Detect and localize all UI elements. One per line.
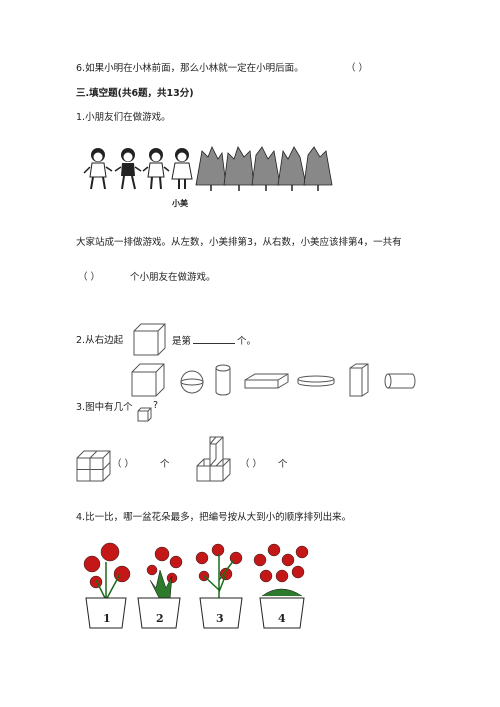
- child-figure: [83, 148, 113, 190]
- question-3-answer1-bracket[interactable]: （ ）: [112, 459, 135, 470]
- question-2-suffix-after: 个。: [237, 336, 257, 347]
- pot-3: [195, 543, 243, 629]
- cube-stack-2x2-figure: [76, 450, 111, 482]
- question-3-answer2-unit: 个: [278, 459, 288, 470]
- children-and-trees-illustration: [83, 146, 333, 191]
- tall-cuboid-shape: [349, 363, 369, 397]
- tree-trunks: [210, 185, 319, 191]
- reference-cube-icon: [133, 323, 166, 356]
- child-figure: [114, 148, 142, 190]
- cuboid-shape: [244, 373, 289, 389]
- pot-4: [253, 543, 309, 629]
- question-3-suffix: ?: [153, 400, 159, 411]
- question-2-prefix: 2.从右边起: [76, 335, 124, 346]
- question-1-line1: 大家站成一排做游戏。从左数，小美排第3，从右数，小美应该排第4，一共有: [76, 237, 402, 248]
- question-1-answer-bracket[interactable]: （ ）: [78, 272, 101, 283]
- pot-number-2: 2: [156, 612, 164, 625]
- pot-number-1: 1: [103, 612, 111, 625]
- question-2-answer-blank[interactable]: [193, 334, 236, 344]
- flower-pots-illustration: [83, 542, 309, 629]
- cube-stack-stairs-figure: [196, 436, 231, 482]
- pot-number-3: 3: [216, 612, 224, 625]
- flat-cylinder-shape: [297, 375, 335, 387]
- child-figure: [142, 148, 170, 190]
- pot-2: [137, 546, 183, 629]
- question-3-answer1-unit: 个: [160, 459, 170, 470]
- solids-row: [131, 363, 416, 397]
- xiaomei-label: 小美: [172, 199, 188, 208]
- section-title: 三.填空题(共6题，共13分): [76, 88, 194, 99]
- question-1-line2: 个小朋友在做游戏。: [130, 272, 216, 283]
- cube-shape: [131, 363, 165, 397]
- question-2-suffix-before: 是第: [172, 336, 192, 347]
- question-4-title: 4.比一比，哪一盆花朵最多，把编号按从大到小的顺序排列出来。: [76, 512, 352, 523]
- child-figure-xiaomei: [171, 148, 193, 189]
- tree-row: [195, 146, 333, 186]
- small-cube-icon: [137, 407, 152, 422]
- question-3-answer2-bracket[interactable]: （ ）: [240, 459, 263, 470]
- sphere-shape: [180, 370, 204, 394]
- question-2-suffix: 是第 个。: [172, 334, 256, 348]
- pot-1: [83, 542, 131, 629]
- question-6-text: 6.如果小明在小林前面，那么小林就一定在小明后面。: [76, 63, 304, 74]
- horizontal-cylinder-shape: [384, 373, 416, 389]
- cylinder-shape: [215, 364, 231, 396]
- pot-number-4: 4: [278, 612, 286, 625]
- question-3-prefix: 3.图中有几个: [76, 402, 133, 413]
- question-6-answer-bracket[interactable]: （ ）: [346, 63, 369, 74]
- question-1-title: 1.小朋友们在做游戏。: [76, 112, 171, 123]
